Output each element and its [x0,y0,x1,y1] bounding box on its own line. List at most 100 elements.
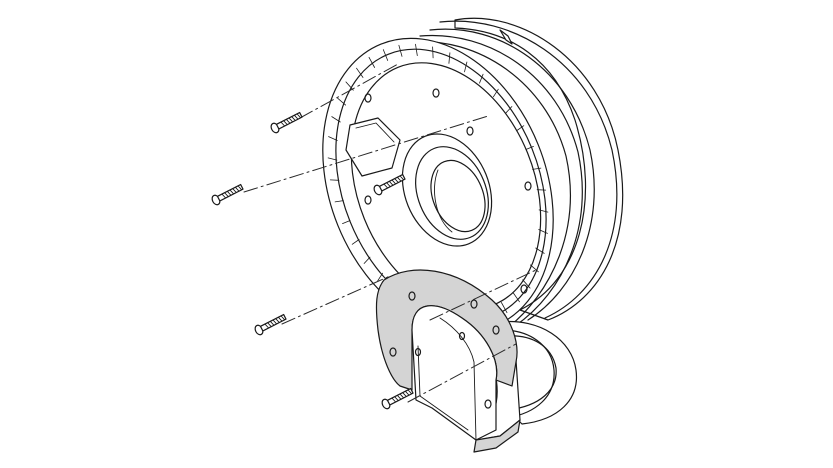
rim-tooth [351,239,360,245]
screw-thread [394,178,399,184]
rim-tooth [377,272,384,282]
rim-tooth [492,88,499,98]
rim-tooth [448,52,451,64]
rim-tooth [479,73,484,84]
alignment-line [243,115,489,193]
screw-thread [399,393,405,399]
screw-thread [391,179,397,185]
bracket-hole [389,347,397,357]
rim-tooth [334,200,344,203]
screw-thread [226,190,232,196]
alignment-line [407,343,517,403]
screw-thread [288,117,294,123]
face-tab-cutout [345,117,401,177]
u-bracket [375,269,521,453]
housing-band-1 [429,28,595,321]
bracket-hole [484,399,492,409]
screw [373,173,406,196]
face-hole [364,195,372,205]
alignment-line [281,275,391,325]
screw-thread [388,180,394,186]
screw-thread [383,183,389,189]
bracket-hole [414,347,422,357]
housing-rear-cylinder [454,17,624,321]
rim-tooth [525,145,534,150]
screw-thread [291,116,296,122]
screw-thread [221,193,227,199]
face-hole [466,126,474,136]
u-bracket-channel-edge [439,317,477,441]
hub-outer-ring [401,133,493,247]
hub-depth-shade [434,169,453,233]
screw-thread [237,185,243,191]
rim-tooth [532,167,542,170]
rim-tooth [500,302,508,314]
face-tab-lip [355,122,395,143]
screw-thread [296,113,302,119]
screw-thread [277,316,283,322]
housing-rear-edge [439,20,618,319]
screw [254,313,287,336]
face-hole [520,284,528,294]
face-holes [364,88,532,294]
bracket-hole [470,299,478,309]
screw-thread [386,182,391,188]
rim-tooth [538,229,548,234]
screw-thread [293,114,299,120]
screw [270,111,303,134]
face-hole [364,93,372,103]
rim-tooth [363,256,371,264]
rim-tooth [368,56,376,68]
screw-thread [269,320,275,326]
screw-thread [224,192,229,198]
rim-tooth [415,43,418,56]
alignment-lines [243,63,537,403]
screw-thread [404,390,410,396]
screw [381,387,414,410]
screw-thread [396,176,402,182]
rim-tooth [516,125,525,131]
screw-thread [264,323,270,329]
rim-tooth [538,209,549,213]
alignment-line [299,63,399,119]
u-bracket-foot [473,419,521,453]
screw-thread [275,318,280,324]
screw-thread [402,392,407,398]
screw-thread [407,389,413,395]
screw-thread [396,394,402,400]
screw-thread [267,322,272,328]
housing [322,17,624,425]
bracket-hole [408,291,416,301]
screw-thread [234,186,240,192]
rim-tooth [464,61,468,73]
rim-tooth [512,292,520,303]
screw-thread [391,397,397,403]
rim-tooth [535,247,545,254]
bracket-hole [458,331,466,341]
lower-collar-band [494,329,555,419]
rim-tooth [337,97,347,106]
bracket-hole [492,325,500,335]
rim-tooth [356,67,364,78]
screw-thread [394,396,399,402]
rim-tooth [530,264,539,273]
rim-tooth [522,279,531,289]
housing-band-2 [419,34,583,327]
screw-thread [285,118,291,124]
face-hole [524,181,532,191]
alignment-line [429,269,537,321]
screw-thread [283,120,288,126]
hub-inner-bore [430,159,486,233]
screw-thread [229,189,235,195]
u-bracket-holes [389,291,500,409]
housing-band-3 [409,40,571,331]
rim-tooth [382,49,389,61]
housing-top-notch [499,29,513,45]
screw-thread [280,315,286,321]
screw-thread [272,319,278,325]
rim-tooth [328,136,338,141]
rim-tooth [331,116,341,123]
screw-thread [232,188,237,194]
